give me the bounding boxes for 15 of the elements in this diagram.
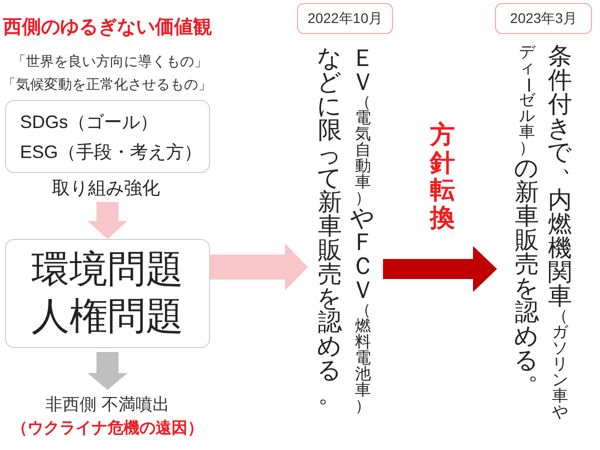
topic-text: 人権問題 [32, 294, 184, 340]
quote-text: 「気候変動を正常化させるもの」 [2, 76, 212, 94]
topic-text: 環境問題 [32, 248, 184, 292]
rounded-box [5, 239, 210, 348]
edge-label: 方針転換 [430, 122, 455, 232]
note-text: （ウクライナ危機の遠因） [12, 418, 204, 439]
heading-text: 西側のゆるぎない価値観 [3, 16, 212, 40]
date-tag: 2023年3月 [495, 3, 592, 34]
edge-label: 取り組み強化 [51, 177, 161, 200]
list-item-text: ESG（手段・考え方） [20, 140, 202, 164]
rounded-box [5, 100, 210, 173]
quote-text: 「世界を良い方向に導くもの」 [12, 53, 208, 71]
date-tag: 2022年10月 [297, 3, 393, 34]
outcome-text: 非西側 不満噴出 [46, 394, 170, 416]
list-item-text: SDGs（ゴール） [20, 110, 158, 134]
